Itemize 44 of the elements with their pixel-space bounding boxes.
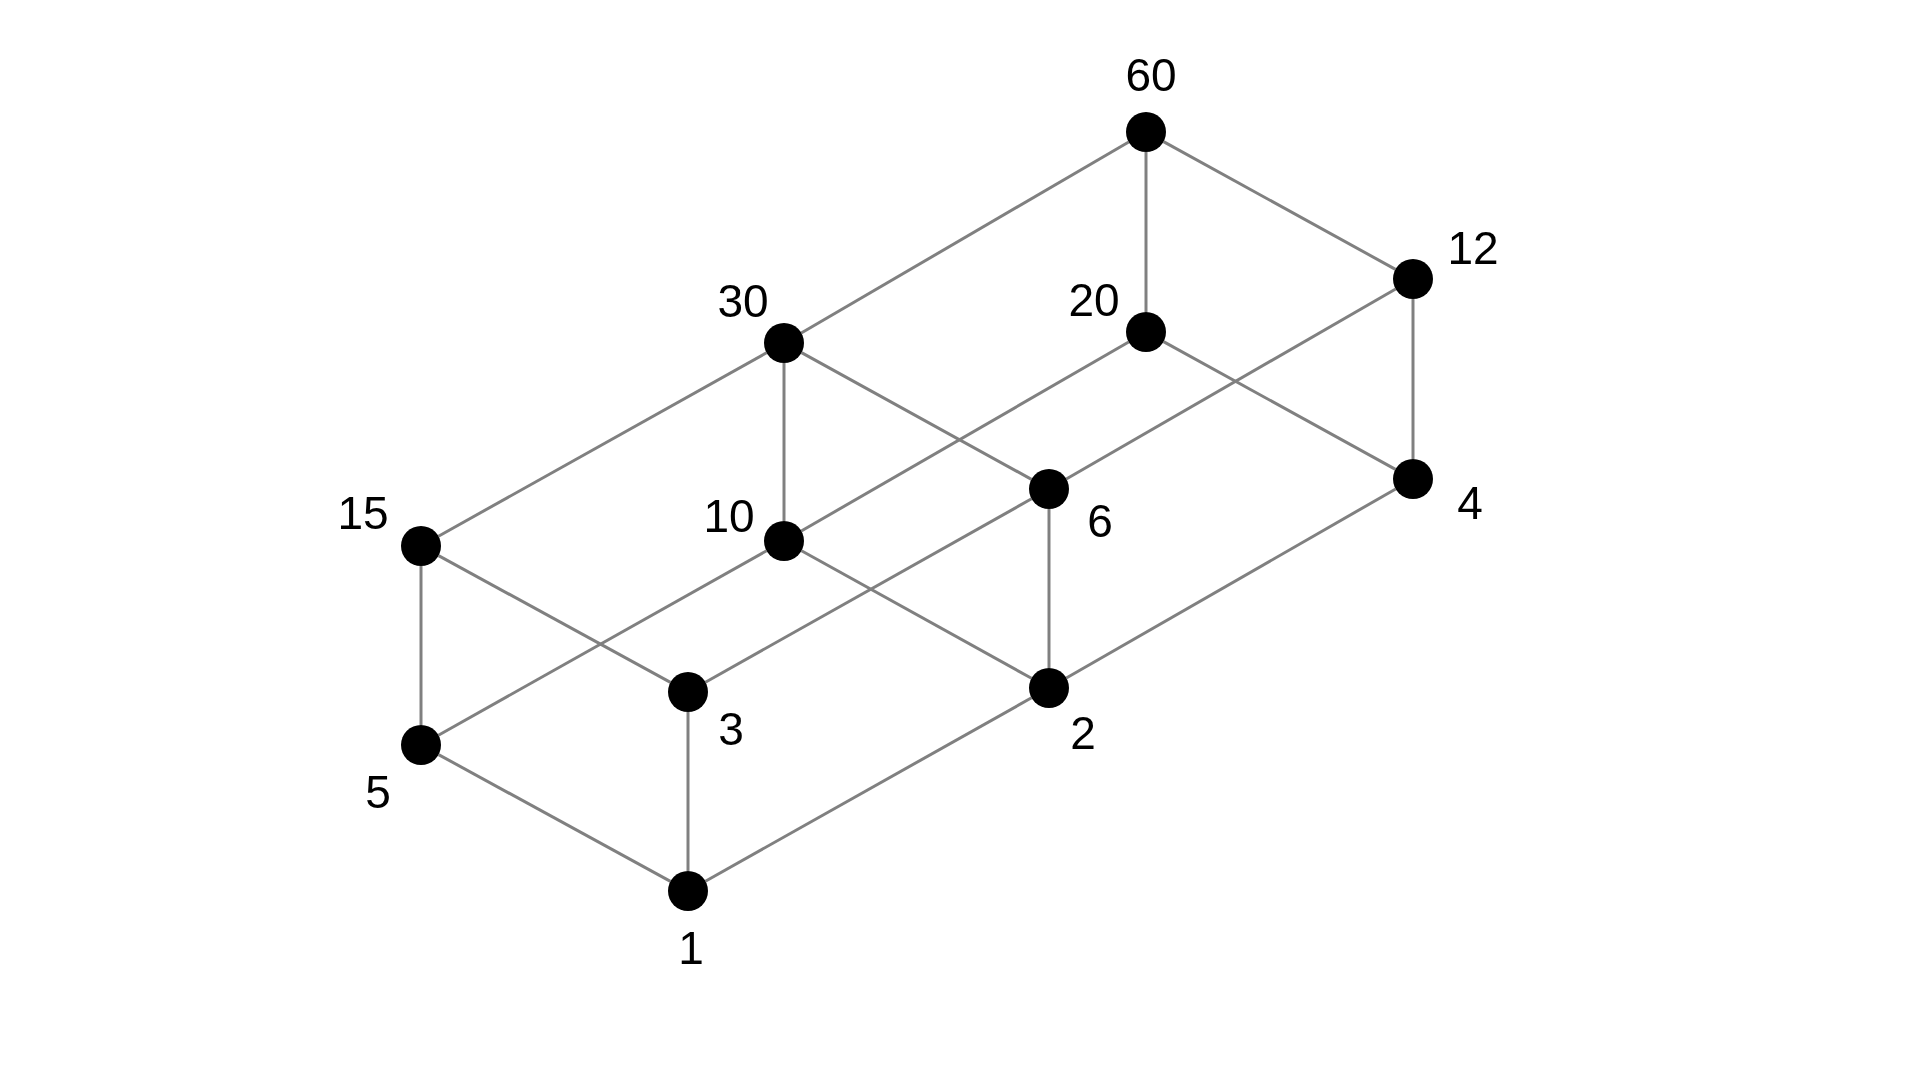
connector-line xyxy=(800,549,1033,680)
connector-line xyxy=(782,363,786,521)
node-label: 30 xyxy=(717,278,769,324)
connector-line xyxy=(1065,287,1397,481)
vertex-dot xyxy=(401,526,441,566)
vertex-dot xyxy=(1126,112,1166,152)
connector-line xyxy=(437,351,768,538)
vertex-dot xyxy=(764,323,804,363)
connector-line xyxy=(1065,487,1397,680)
node-label: 1 xyxy=(678,925,704,971)
node-label: 15 xyxy=(337,490,389,536)
connector-line xyxy=(437,549,768,737)
connector-line xyxy=(800,140,1130,335)
connector-line xyxy=(800,351,1033,481)
vertex-dot xyxy=(668,672,708,712)
vertex-dot xyxy=(764,521,804,561)
vertex-dot xyxy=(1393,459,1433,499)
connector-line xyxy=(437,753,672,883)
node-label: 20 xyxy=(1068,277,1120,323)
connector-line xyxy=(704,696,1033,883)
node-label: 2 xyxy=(1070,710,1096,756)
vertex-dot xyxy=(1126,312,1166,352)
node-label: 5 xyxy=(365,769,391,815)
connector-line xyxy=(437,554,672,684)
connector-line xyxy=(1411,299,1415,459)
connector-line xyxy=(686,712,690,871)
node-label: 12 xyxy=(1447,225,1499,271)
node-label: 60 xyxy=(1125,52,1177,98)
node-label: 4 xyxy=(1457,480,1483,526)
connector-line xyxy=(1047,509,1051,668)
vertex-dot xyxy=(1029,469,1069,509)
connector-line xyxy=(419,566,423,725)
connector-line xyxy=(1162,340,1397,471)
connector-line xyxy=(1162,140,1397,271)
connector-line xyxy=(800,340,1130,533)
connector-line xyxy=(704,497,1033,684)
vertex-dot xyxy=(401,725,441,765)
vertex-dot xyxy=(668,871,708,911)
node-label: 10 xyxy=(703,493,755,539)
node-label: 6 xyxy=(1087,498,1113,544)
connector-line xyxy=(1144,152,1148,312)
vertex-dot xyxy=(1029,668,1069,708)
node-label: 3 xyxy=(718,706,744,752)
vertex-dot xyxy=(1393,259,1433,299)
